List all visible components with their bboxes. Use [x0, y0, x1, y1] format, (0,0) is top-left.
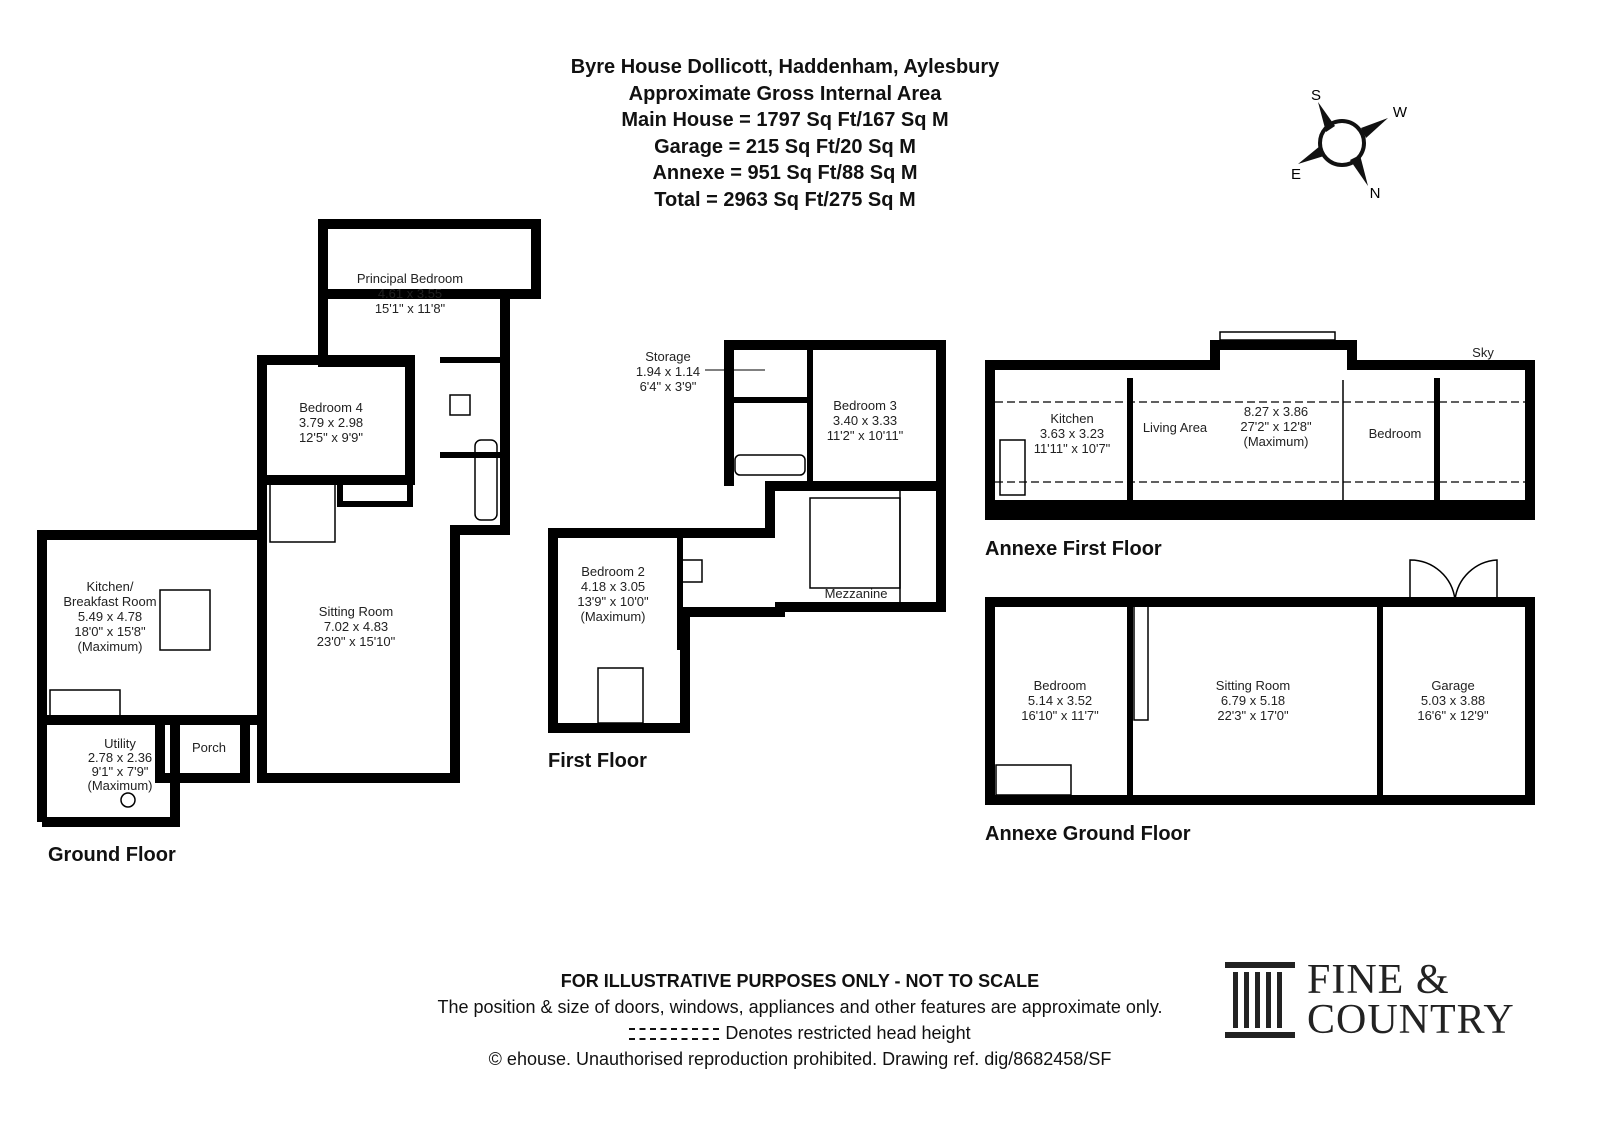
compass-e: E: [1291, 166, 1301, 183]
room-metric: 3.40 x 3.33: [833, 413, 897, 428]
shower-icon: [679, 559, 703, 583]
floor-label: Annexe First Floor: [985, 538, 1162, 560]
compass-w: W: [1393, 104, 1408, 121]
room-note: (Maximum): [78, 639, 143, 654]
footer: FOR ILLUSTRATIVE PURPOSES ONLY - NOT TO …: [300, 968, 1300, 1072]
main-house-area: Main House = 1797 Sq Ft/167 Sq M: [621, 109, 949, 131]
room-metric: 3.79 x 2.98: [299, 415, 363, 430]
floor-label: Ground Floor: [48, 844, 176, 866]
room-imperial: 16'6" x 12'9": [1417, 708, 1489, 723]
room-name: Living Area: [1143, 420, 1208, 435]
compass-n: N: [1370, 185, 1381, 202]
room-name: Principal Bedroom: [357, 271, 463, 286]
room-metric: 5.03 x 3.88: [1421, 693, 1485, 708]
room-name: Storage: [645, 349, 691, 364]
room-imperial: 27'2" x 12'8": [1240, 419, 1312, 434]
fine-country-logo: FINE & COUNTRY: [1225, 957, 1515, 1043]
disclaimer: FOR ILLUSTRATIVE PURPOSES ONLY - NOT TO …: [560, 971, 1040, 991]
stairs: [597, 667, 644, 724]
floor-label: First Floor: [548, 750, 647, 772]
approximation-note: The position & size of doors, windows, a…: [437, 997, 1163, 1017]
floor-label: Annexe Ground Floor: [985, 823, 1191, 845]
room-name: Porch: [192, 740, 226, 755]
room-imperial: 11'2" x 10'11": [827, 428, 904, 443]
room-note: (Maximum): [1244, 434, 1309, 449]
legend: Denotes restricted head height: [300, 1020, 1300, 1046]
logo-line-2: COUNTRY: [1307, 997, 1515, 1043]
room-imperial: 9'1" x 7'9": [92, 764, 149, 779]
room-imperial: 18'0" x 15'8": [74, 624, 146, 639]
annexe-first-floor-plan: Kitchen 3.63 x 3.23 11'11" x 10'7" Livin…: [985, 331, 1535, 560]
property-title: Byre House Dollicott, Haddenham, Aylesbu…: [570, 56, 1000, 78]
pillar-icon: [1225, 962, 1295, 1038]
room-name: Mezzanine: [825, 586, 888, 601]
room-name: Breakfast Room: [63, 594, 156, 609]
ground-floor-fixtures: [49, 394, 498, 808]
shower-icon: [449, 394, 471, 416]
compass-icon: S W E N: [1291, 87, 1408, 202]
stairs: [999, 439, 1026, 496]
compass-s: S: [1311, 87, 1321, 104]
room-metric: 6.79 x 5.18: [1221, 693, 1285, 708]
room-metric: 7.02 x 4.83: [324, 619, 388, 634]
room-metric: 1.94 x 1.14: [636, 364, 700, 379]
room-imperial: 6'4" x 3'9": [640, 379, 697, 394]
room-imperial: 15'1" x 11'8": [375, 301, 446, 316]
room-name: Kitchen/: [87, 579, 134, 594]
room-name: Bedroom 4: [299, 400, 363, 415]
room-metric: 4.61 x 3.55: [378, 286, 442, 301]
copyright: © ehouse. Unauthorised reproduction proh…: [488, 1049, 1112, 1069]
room-name: Bedroom: [1369, 426, 1422, 441]
room-metric: 2.78 x 2.36: [88, 750, 152, 765]
bath-icon: [734, 454, 806, 476]
room-name: Bedroom 3: [833, 398, 897, 413]
room-name: Bedroom 2: [581, 564, 645, 579]
room-metric: 5.49 x 4.78: [78, 609, 142, 624]
restricted-height-icon: [629, 1028, 720, 1041]
area-subtitle: Approximate Gross Internal Area: [628, 82, 942, 105]
room-metric: 4.18 x 3.05: [581, 579, 645, 594]
annexe-area: Annexe = 951 Sq Ft/88 Sq M: [652, 162, 918, 184]
stairs: [995, 764, 1072, 796]
room-imperial: 13'9" x 10'0": [577, 594, 649, 609]
boiler-icon: [120, 792, 136, 808]
room-imperial: 23'0" x 15'10": [317, 634, 396, 649]
room-imperial: 22'3" x 17'0": [1217, 708, 1289, 723]
garage-area: Garage = 215 Sq Ft/20 Sq M: [654, 135, 916, 158]
total-area: Total = 2963 Sq Ft/275 Sq M: [654, 188, 916, 211]
room-imperial: 12'5" x 9'9": [299, 430, 363, 445]
room-name: Sitting Room: [1216, 678, 1290, 693]
room-name: Kitchen: [1050, 411, 1093, 426]
room-note: (Maximum): [88, 778, 153, 793]
ground-floor-labels: Principal Bedroom 4.61 x 3.55 15'1" x 11…: [48, 271, 463, 866]
annexe-ground-floor-plan: Bedroom 5.14 x 3.52 16'10" x 11'7" Sitti…: [985, 559, 1535, 845]
bath-icon: [474, 439, 498, 521]
room-name: Garage: [1431, 678, 1474, 693]
room-metric: 3.63 x 3.23: [1040, 426, 1104, 441]
room-metric: 8.27 x 3.86: [1244, 404, 1308, 419]
garage-door: [1409, 559, 1498, 601]
room-name: Sky: [1472, 345, 1494, 360]
room-imperial: 16'10" x 11'7": [1021, 708, 1099, 723]
room-note: (Maximum): [581, 609, 646, 624]
ground-floor-plan: [37, 219, 541, 827]
legend-text: Denotes restricted head height: [725, 1023, 971, 1043]
room-metric: 5.14 x 3.52: [1028, 693, 1092, 708]
first-floor-labels: Storage 1.94 x 1.14 6'4" x 3'9" Bedroom …: [548, 349, 904, 772]
logo-line-1: FINE &: [1307, 957, 1450, 1003]
kitchen-island: [159, 589, 211, 651]
first-floor-fixtures: [597, 454, 939, 724]
stairs: [809, 497, 901, 589]
room-name: Utility: [104, 736, 136, 751]
room-name: Bedroom: [1034, 678, 1087, 693]
first-floor-plan: [548, 340, 946, 733]
room-imperial: 11'11" x 10'7": [1034, 441, 1111, 456]
header: Byre House Dollicott, Haddenham, Aylesbu…: [0, 54, 1570, 213]
room-name: Sitting Room: [319, 604, 393, 619]
